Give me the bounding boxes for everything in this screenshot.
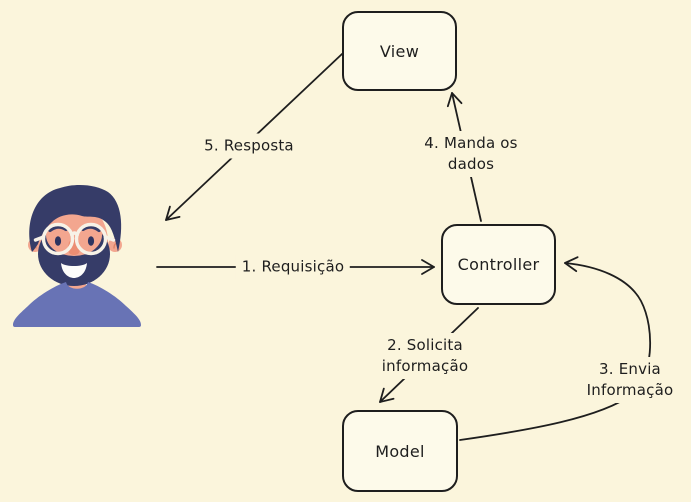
avatar-eyebrow-left: [48, 224, 68, 232]
node-view: View: [342, 11, 457, 91]
avatar-eye-right: [87, 236, 95, 246]
edge-label-requisicao: 1. Requisição: [235, 254, 351, 280]
edge-label-manda: 4. Manda os dados: [418, 131, 524, 177]
node-view-label: View: [379, 41, 420, 61]
avatar-hair: [29, 184, 122, 252]
avatar-eye-left: [54, 236, 62, 246]
node-controller-label: Controller: [457, 255, 540, 274]
glasses-icon: [33, 222, 116, 256]
avatar-mouth: [61, 263, 87, 278]
avatar-eyebrow-right: [81, 224, 101, 232]
edge-label-envia: 3. Envia Informação: [580, 357, 680, 403]
edge-label-resposta: 5. Resposta: [198, 133, 300, 159]
node-controller: Controller: [441, 224, 556, 305]
edge-label-solicita: 2. Solicita informação: [375, 333, 475, 379]
avatar-shirt: [13, 282, 141, 327]
user-avatar: [13, 184, 141, 327]
node-model: Model: [342, 410, 458, 492]
node-model-label: Model: [375, 441, 425, 461]
